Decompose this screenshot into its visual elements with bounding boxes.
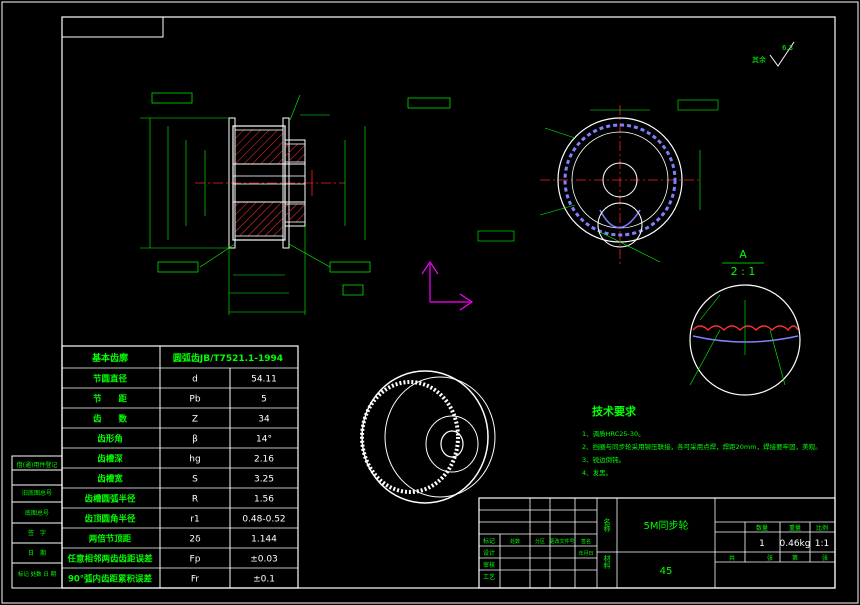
tb-part-name: 5M同步轮 — [644, 519, 689, 532]
param-val: 0.48-0.52 — [242, 515, 285, 525]
inner-frame — [61, 16, 836, 589]
strip-label-4: 日 期 — [28, 549, 46, 557]
strip-label-5: 标记 处数 日 期 — [18, 570, 57, 578]
param-name: 任意相邻两齿齿距误差 — [66, 554, 153, 565]
param-val: 3.25 — [254, 475, 274, 485]
tb-material: 45 — [660, 566, 673, 577]
tb-qty: 1 — [759, 539, 765, 549]
strip-label-1: 旧底图总号 — [22, 489, 52, 497]
param-name: 节 距 — [93, 394, 128, 405]
tech-title: 技术要求 — [592, 404, 637, 418]
top-left-box — [61, 16, 164, 38]
tb-sheet-c: 第 — [792, 554, 798, 562]
param-name: 90°弧内齿距累积误差 — [68, 574, 153, 585]
section-view — [140, 92, 451, 315]
parameter-table: 基本齿廓 圆弧齿JB/T7521.1-1994 节圆直径 d 54.11 节 距 Pb 5… — [61, 345, 299, 589]
param-name: 节圆直径 — [93, 374, 128, 385]
param-sym: R — [192, 495, 198, 505]
tb-row-label-2: 审核 — [483, 561, 495, 569]
param-sym: β — [192, 435, 198, 445]
view-direction-arrow — [421, 260, 474, 311]
tb-weight: 0.46kg — [780, 539, 811, 549]
tb-weight-label: 重量 — [789, 524, 801, 532]
param-val: ±0.03 — [250, 555, 278, 565]
tech-item-0: 1、调质HRC25-30。 — [582, 429, 645, 438]
tb-head-1: 分区 — [535, 538, 545, 545]
tb-row-label-3: 工艺 — [483, 573, 495, 581]
param-sym: Fr — [191, 575, 200, 585]
param-sym: d — [192, 375, 198, 385]
param-name: 齿槽圆弧半径 — [84, 494, 136, 505]
tb-sheet-d: 张 — [822, 554, 828, 562]
pulley-3d-view — [360, 370, 496, 504]
param-val: 2.16 — [254, 455, 274, 465]
tb-head-2: 更改文件号 — [549, 538, 574, 545]
detail-view-a: A 2 : 1 — [689, 248, 801, 396]
roughness-symbol: 6.3 其余 — [752, 41, 795, 67]
param-header-value: 圆弧齿JB/T7521.1-1994 — [173, 352, 283, 364]
strip-label-0: 借(通)用件登记 — [17, 461, 58, 469]
param-sym: Z — [192, 415, 198, 425]
param-sym: hg — [189, 455, 200, 465]
detail-letter: A — [739, 248, 747, 261]
tech-item-2: 3、锐边倒钝。 — [582, 455, 625, 464]
tb-row-label-0: 标记 — [483, 537, 495, 545]
tb-scale-label: 比例 — [816, 524, 828, 532]
tb-qty-label: 数量 — [756, 524, 768, 532]
title-block: 标记 设计 审核 工艺 处数 分区 更改文件号 签名 年月日 名称 5M同步轮 … — [478, 497, 836, 589]
tech-item-3: 4、发黑。 — [582, 468, 612, 477]
roughness-value: 6.3 — [782, 44, 793, 52]
param-sym: S — [192, 475, 198, 485]
tb-row-label-1: 设计 — [483, 549, 495, 557]
detail-scale: 2 : 1 — [731, 265, 756, 278]
tech-item-1: 2、挡圈与同步轮采用铆压联接，各可采用点焊，焊距20mm，焊接要牢固，美观。 — [582, 442, 822, 451]
param-val: 34 — [258, 415, 270, 425]
param-sym: r1 — [190, 515, 199, 525]
param-sym: 2δ — [189, 535, 201, 545]
param-val: 5 — [261, 395, 267, 405]
left-strip: 借(通)用件登记 旧底图总号 底图总号 签 字 日 期 标记 处数 日 期 — [11, 455, 63, 589]
end-view — [477, 99, 719, 265]
tech-requirements: 技术要求 1、调质HRC25-30。 2、挡圈与同步轮采用铆压联接，各可采用点焊… — [582, 404, 822, 477]
tb-head-0: 处数 — [510, 538, 520, 545]
param-name: 齿槽深 — [97, 454, 123, 465]
param-val: 54.11 — [251, 375, 277, 385]
strip-label-3: 签 字 — [28, 529, 46, 537]
param-sym: Pb — [189, 395, 200, 405]
param-name: 齿形角 — [97, 434, 123, 445]
tb-material-label: 材料 — [603, 554, 611, 570]
param-val: 1.56 — [254, 495, 274, 505]
tb-head-4: 年月日 — [578, 550, 593, 557]
param-sym: Fp — [190, 555, 201, 565]
tb-name-label: 名称 — [603, 517, 611, 533]
param-val: 1.144 — [251, 535, 277, 545]
param-name: 两倍节顶距 — [89, 534, 132, 545]
tb-scale: 1:1 — [815, 539, 829, 549]
param-header-name: 基本齿廓 — [91, 352, 128, 364]
roughness-note: 其余 — [752, 55, 766, 64]
param-name: 齿顶圆角半径 — [84, 514, 136, 525]
param-name: 齿槽宽 — [97, 474, 123, 485]
param-val: ±0.1 — [253, 575, 275, 585]
tb-sheet-a: 共 — [729, 554, 735, 562]
tb-sheet-b: 张 — [767, 554, 773, 562]
param-val: 14° — [256, 435, 272, 445]
strip-label-2: 底图总号 — [25, 509, 49, 517]
tb-head-3: 签名 — [581, 538, 591, 545]
param-name: 齿 数 — [93, 414, 128, 425]
